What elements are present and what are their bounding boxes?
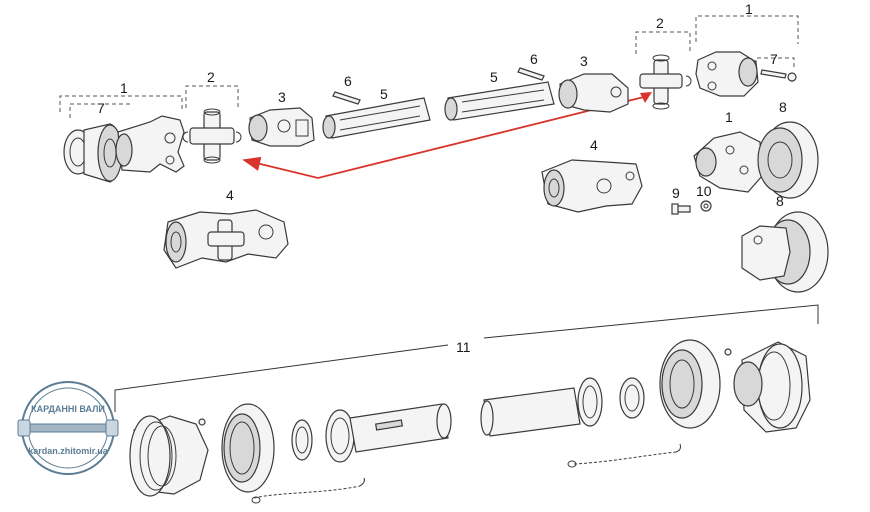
left-cross-part-2 — [182, 108, 242, 164]
right-tube-part-5 — [444, 81, 555, 121]
right-guard-collar — [577, 377, 603, 427]
callout-right-9: 9 — [672, 185, 680, 201]
callout-right-10: 10 — [696, 183, 712, 199]
left-guard-cup — [221, 403, 275, 493]
right-pin-part-6 — [517, 67, 545, 81]
left-yoke-part-1 — [115, 115, 185, 173]
right-joint-part-4 — [541, 159, 643, 213]
left-assembly — [59, 85, 431, 269]
left-guard-tube — [349, 403, 452, 453]
callout-left-3: 3 — [278, 89, 286, 105]
callout-right-2: 2 — [656, 15, 664, 31]
callout-right-5: 5 — [490, 69, 498, 85]
callout-right-6: 6 — [530, 51, 538, 67]
right-guard-cone — [724, 341, 811, 433]
right-guard-tube — [480, 387, 581, 437]
right-guard-bearing-ring — [619, 377, 645, 419]
callout-labels: 1 2 3 4 5 6 7 1 2 3 4 5 6 7 1 8 8 9 10 1… — [97, 1, 787, 355]
callout-right-3: 3 — [580, 53, 588, 69]
relation-arrow — [242, 92, 652, 179]
callout-left-1: 1 — [120, 80, 128, 96]
left-tube-part-5 — [322, 97, 431, 139]
callout-right-8-bottom: 8 — [776, 193, 784, 209]
callout-right-1-top: 1 — [745, 1, 753, 17]
callout-left-2: 2 — [207, 69, 215, 85]
callout-guard-11: 11 — [456, 339, 471, 355]
callout-right-8-top: 8 — [779, 99, 787, 115]
left-pin-part-6 — [332, 91, 361, 105]
callout-left-4: 4 — [226, 187, 234, 203]
right-nut-part-10 — [700, 200, 712, 212]
callout-left-5: 5 — [380, 86, 388, 102]
right-bolt-part-9 — [671, 203, 691, 215]
left-yoke-part-3 — [248, 107, 315, 147]
stamp-top-text: КАРДАННІ ВАЛИ — [31, 404, 105, 414]
left-joint-part-4 — [163, 209, 289, 269]
driveshaft-icon — [17, 419, 119, 437]
right-guard-chain — [567, 443, 681, 468]
right-assembly — [444, 15, 829, 293]
right-bolt-part-7 — [760, 69, 797, 82]
watermark-stamp: КАРДАННІ ВАЛИ kardan.zhitomir.ua — [17, 381, 119, 475]
left-clutch-part-7 — [63, 123, 123, 183]
right-yoke-part-1 — [695, 51, 759, 97]
callout-right-7: 7 — [770, 51, 778, 67]
right-flange-part-1 — [693, 131, 763, 193]
left-guard-chain — [251, 477, 365, 504]
right-cross-part-2 — [639, 54, 692, 110]
right-yoke-part-3 — [558, 73, 629, 113]
callout-right-1-flange: 1 — [725, 109, 733, 125]
left-guard-bearing-ring — [291, 419, 313, 461]
right-clutch-yoke-part-8-bottom — [741, 211, 829, 293]
callout-left-7: 7 — [97, 100, 105, 116]
callout-right-4: 4 — [590, 137, 598, 153]
right-guard-cup — [659, 339, 721, 429]
guard-assembly-part-11 — [114, 304, 819, 504]
callout-left-6: 6 — [344, 73, 352, 89]
left-guard-cone — [129, 415, 209, 497]
stamp-bottom-text: kardan.zhitomir.ua — [28, 446, 109, 456]
right-clutch-drum-part-8-top — [757, 121, 819, 199]
